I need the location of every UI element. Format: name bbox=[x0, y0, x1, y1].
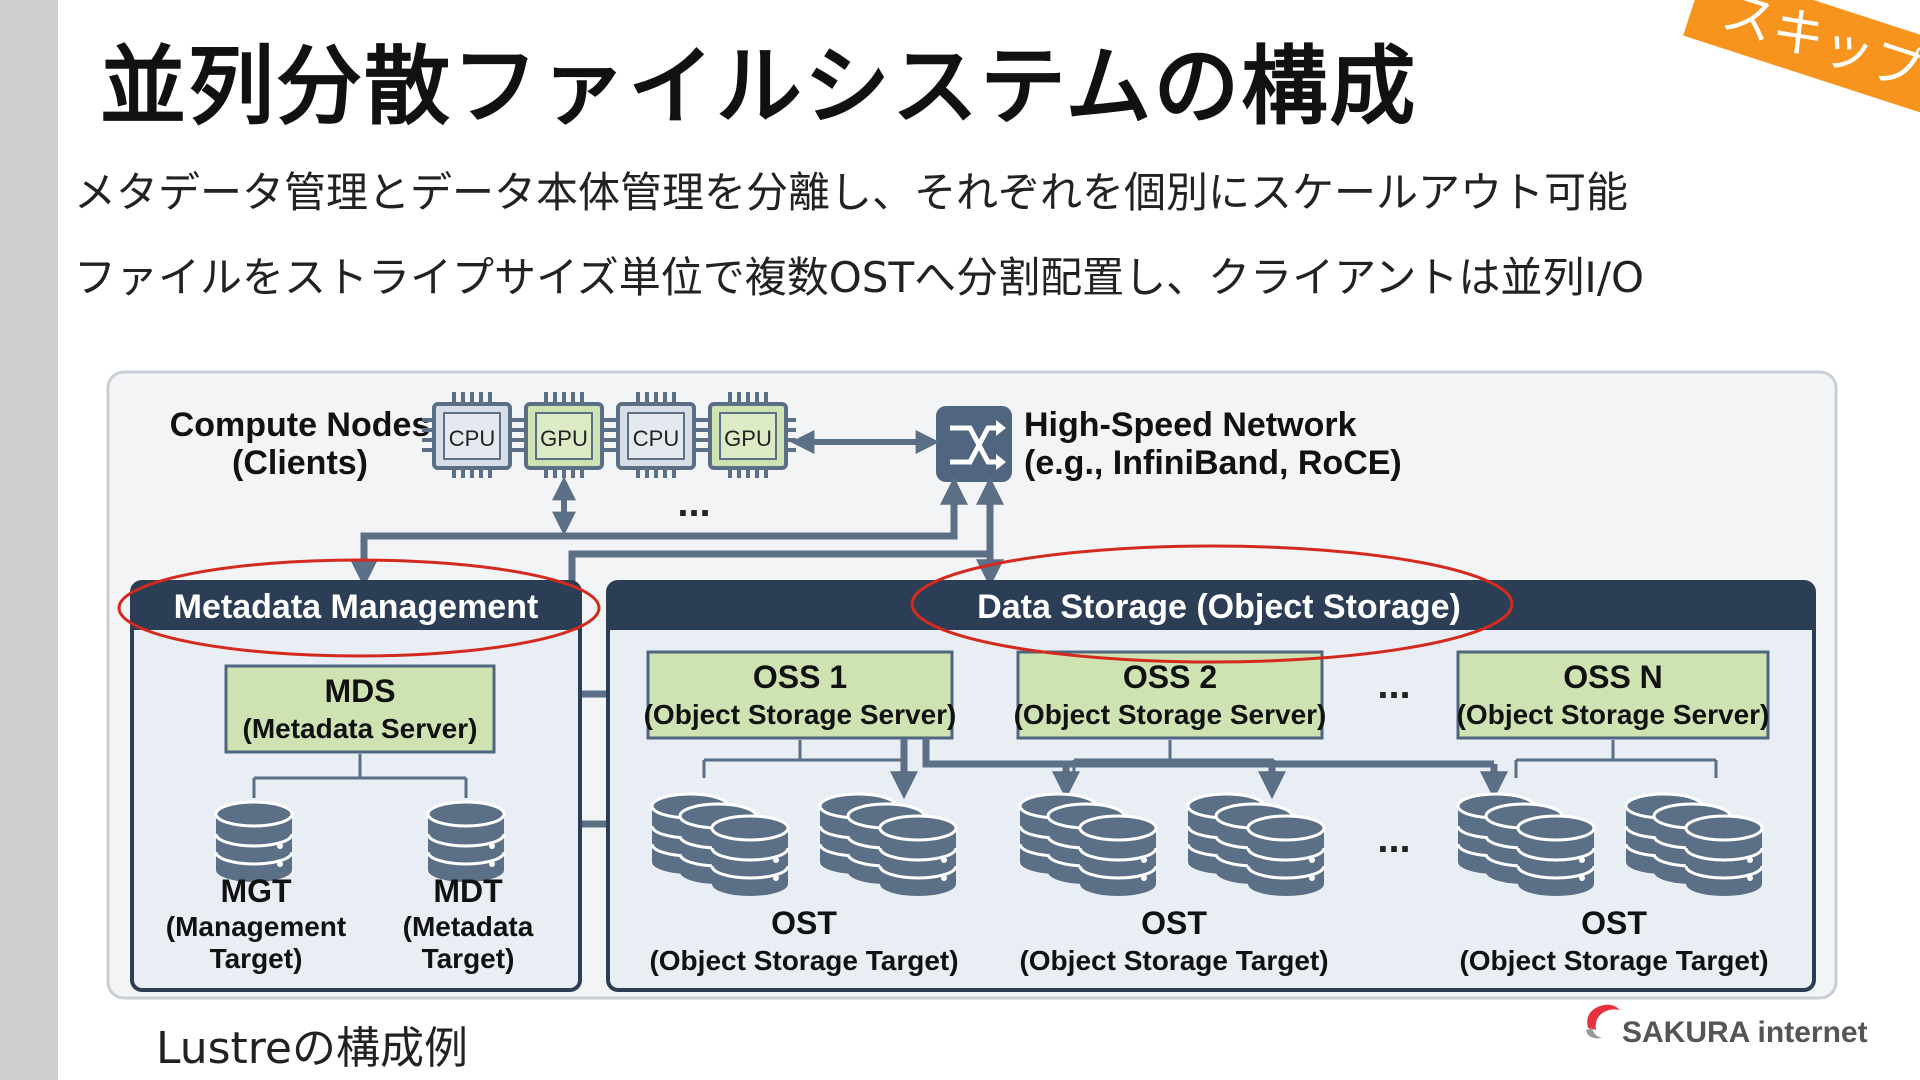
ost-ellipsis: ... bbox=[1377, 817, 1410, 861]
highlight-ellipse-metadata bbox=[117, 558, 601, 658]
compute-nodes-subtitle: (Clients) bbox=[232, 444, 368, 482]
bullet-line-1: メタデータ管理とデータ本体管理を分離し、それぞれを個別にスケールアウト可能 bbox=[74, 168, 1629, 217]
network-subtitle: (e.g., InfiniBand, RoCE) bbox=[1024, 444, 1402, 482]
ost-1-title: OST bbox=[771, 905, 837, 941]
bullet-line-2: ファイルをストライプサイズ単位で複数OSTへ分割配置し、クライアントは並列I/O bbox=[74, 253, 1645, 302]
oss-1-subtitle: (Object Storage Server) bbox=[644, 699, 957, 730]
data-storage-header: Data Storage (Object Storage) bbox=[977, 588, 1461, 626]
ost-2-subtitle: (Object Storage Target) bbox=[1019, 945, 1328, 976]
chip-cpu-2-label: CPU bbox=[633, 426, 679, 451]
network-title: High-Speed Network bbox=[1024, 406, 1357, 444]
chip-gpu-2: GPU bbox=[698, 392, 796, 478]
oss-n-subtitle: (Object Storage Server) bbox=[1457, 699, 1770, 730]
chip-gpu-1: GPU bbox=[514, 392, 612, 478]
mgt-subtitle-2: Target) bbox=[210, 943, 303, 974]
chip-cpu-1: CPU bbox=[422, 392, 520, 478]
chip-cpu-1-label: CPU bbox=[449, 426, 495, 451]
skip-badge[interactable]: スキップ bbox=[1683, 0, 1920, 119]
left-sidebar-bar bbox=[0, 0, 58, 1080]
ost-n-subtitle: (Object Storage Target) bbox=[1459, 945, 1768, 976]
ost-1-subtitle: (Object Storage Target) bbox=[649, 945, 958, 976]
mgt-disk-icon bbox=[214, 800, 294, 884]
diagram-caption: Lustreの構成例 bbox=[156, 1023, 468, 1074]
compute-nodes-title: Compute Nodes bbox=[170, 406, 431, 444]
metadata-header: Metadata Management bbox=[174, 588, 539, 626]
oss-1-title: OSS 1 bbox=[753, 659, 847, 695]
network-switch-icon bbox=[936, 406, 1012, 482]
mdt-subtitle-2: Target) bbox=[422, 943, 515, 974]
oss-1-box bbox=[646, 650, 954, 740]
mgt-subtitle-1: (Management bbox=[166, 911, 346, 942]
oss-2-subtitle: (Object Storage Server) bbox=[1014, 699, 1327, 730]
sakura-logo: SAKURA internet bbox=[1582, 996, 1902, 1056]
mgt-title: MGT bbox=[220, 873, 292, 909]
chip-gpu-2-label: GPU bbox=[724, 426, 772, 451]
compute-ellipsis: ... bbox=[677, 481, 710, 525]
oss-n-title: OSS N bbox=[1563, 659, 1663, 695]
chip-cpu-2: CPU bbox=[606, 392, 704, 478]
slide-title: 並列分散ファイルシステムの構成 bbox=[100, 37, 1418, 137]
oss-n-box bbox=[1456, 650, 1770, 740]
chip-gpu-1-label: GPU bbox=[540, 426, 588, 451]
lustre-architecture-diagram: Compute Nodes (Clients) CPU GPU CPU GPU … bbox=[106, 370, 1838, 1000]
oss-ellipsis: ... bbox=[1377, 663, 1410, 707]
sakura-logo-text: SAKURA internet bbox=[1622, 1016, 1868, 1049]
sakura-logo-icon bbox=[1586, 1004, 1620, 1039]
mds-box bbox=[224, 664, 496, 754]
mds-subtitle: (Metadata Server) bbox=[243, 713, 478, 744]
oss-2-box bbox=[1016, 650, 1324, 740]
mds-title: MDS bbox=[324, 673, 395, 709]
oss-2-title: OSS 2 bbox=[1123, 659, 1217, 695]
mdt-disk-icon bbox=[426, 800, 506, 884]
ost-n-title: OST bbox=[1581, 905, 1647, 941]
ost-2-title: OST bbox=[1141, 905, 1207, 941]
mdt-title: MDT bbox=[433, 873, 503, 909]
mdt-subtitle-1: (Metadata bbox=[403, 911, 534, 942]
highlight-ellipse-storage bbox=[910, 544, 1514, 664]
